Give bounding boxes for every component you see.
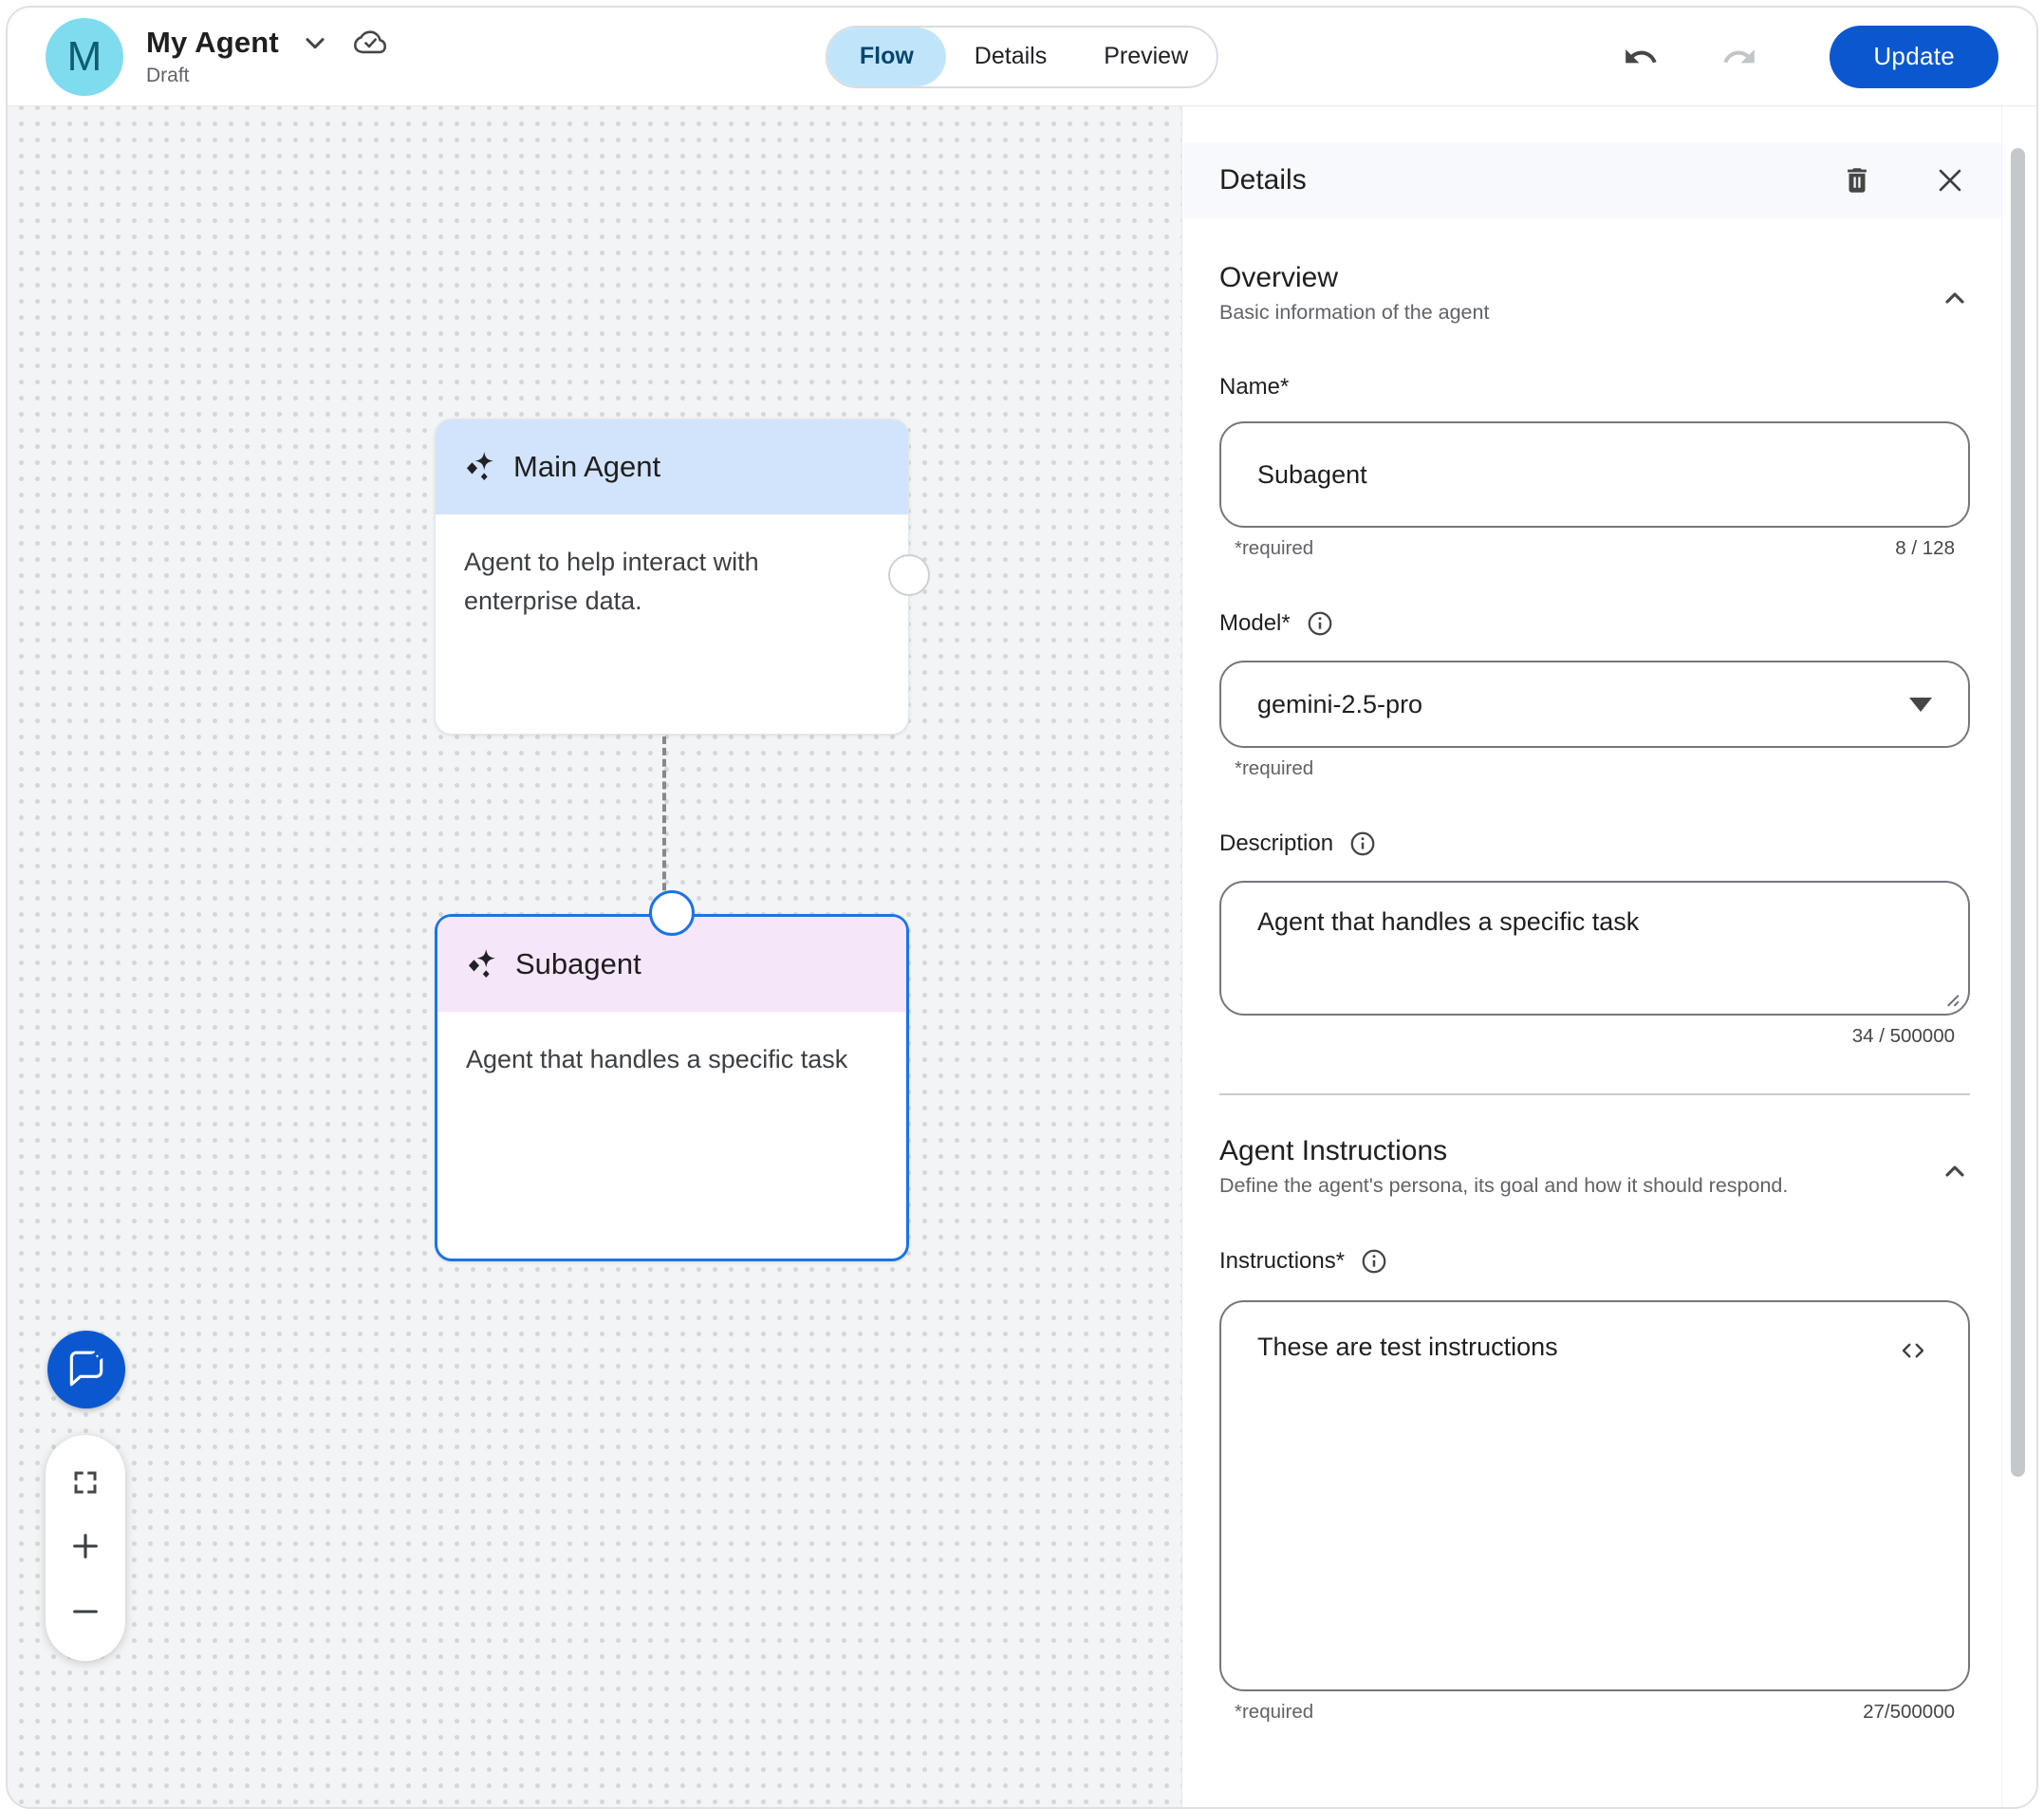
node-main-agent[interactable]: Main Agent Agent to help interact with e… (435, 419, 930, 735)
tab-details[interactable]: Details (974, 43, 1048, 69)
code-icon[interactable] (1894, 1336, 1932, 1365)
trash-icon[interactable] (1841, 164, 1873, 196)
page-title: My Agent (146, 26, 279, 59)
redo-icon[interactable] (1721, 39, 1757, 75)
collapse-chevron-up-icon[interactable] (1940, 1135, 1970, 1198)
undo-icon[interactable] (1623, 39, 1659, 75)
chat-assistant-button[interactable] (47, 1331, 125, 1408)
node-input-port[interactable] (649, 890, 695, 936)
node-title: Subagent (515, 947, 641, 980)
info-icon[interactable] (1348, 830, 1377, 858)
fit-view-icon[interactable] (71, 1468, 100, 1497)
name-required-hint: *required (1235, 537, 1314, 559)
status-badge: Draft (146, 65, 190, 86)
close-icon[interactable] (1934, 164, 1966, 196)
name-label: Name* (1219, 374, 1290, 400)
description-label: Description (1219, 830, 1970, 858)
node-description: Agent to help interact with enterprise d… (464, 548, 759, 615)
section-title: Agent Instructions (1219, 1135, 1448, 1166)
model-select[interactable]: gemini-2.5-pro (1219, 661, 1970, 748)
flow-canvas[interactable]: Main Agent Agent to help interact with e… (8, 106, 1182, 1807)
zoom-out-icon[interactable] (69, 1595, 102, 1628)
gemini-sparkle-icon (466, 948, 498, 980)
instructions-required-hint: *required (1235, 1701, 1314, 1723)
overview-section-header: Overview Basic information of the agent (1219, 262, 1489, 325)
gemini-sparkle-icon (464, 451, 496, 483)
chevron-down-icon[interactable] (300, 28, 330, 58)
instructions-label: Instructions* (1219, 1247, 1970, 1276)
description-char-counter: 34 / 500000 (1851, 1025, 1955, 1047)
details-panel: Details (1183, 106, 2036, 1807)
chat-sparkle-icon (65, 1348, 108, 1391)
description-textarea[interactable]: Agent that handles a specific task (1219, 881, 1970, 1016)
name-char-counter: 8 / 128 (1895, 537, 1955, 559)
agent-title-block: My Agent Draft (146, 26, 389, 87)
tab-preview[interactable]: Preview (1104, 43, 1189, 69)
node-title: Main Agent (513, 450, 661, 483)
node-output-port[interactable] (888, 554, 930, 596)
canvas-zoom-toolbar (46, 1435, 125, 1661)
cloud-done-icon (351, 27, 389, 59)
collapse-chevron-up-icon[interactable] (1940, 262, 1970, 325)
top-bar: M My Agent Draft Flow Details Preview (8, 8, 2036, 106)
edge-connector (662, 737, 666, 913)
resize-handle-icon[interactable] (1940, 987, 1960, 1008)
panel-scrollbar[interactable] (2011, 148, 2025, 1477)
update-button[interactable]: Update (1830, 25, 1998, 88)
dropdown-caret-icon (1909, 697, 1932, 712)
model-label: Model* (1219, 609, 1970, 638)
app-window: M My Agent Draft Flow Details Preview (6, 6, 2038, 1809)
avatar: M (46, 17, 123, 96)
name-input[interactable]: Subagent (1219, 421, 1970, 528)
instructions-textarea[interactable]: These are test instructions (1219, 1300, 1970, 1691)
section-divider (1219, 1093, 1970, 1095)
section-title: Overview (1219, 262, 1339, 293)
details-panel-header: Details (1183, 142, 2002, 218)
info-icon[interactable] (1306, 609, 1334, 638)
info-icon[interactable] (1360, 1247, 1388, 1276)
section-subtitle: Define the agent's persona, its goal and… (1219, 1174, 1789, 1197)
node-subagent[interactable]: Subagent Agent that handles a specific t… (435, 890, 909, 1261)
instructions-char-counter: 27/500000 (1863, 1701, 1955, 1723)
section-subtitle: Basic information of the agent (1219, 301, 1490, 324)
panel-title: Details (1219, 164, 1307, 196)
model-required-hint: *required (1235, 757, 1314, 779)
instructions-section-header: Agent Instructions Define the agent's pe… (1219, 1135, 1788, 1198)
node-main-agent-header: Main Agent (436, 420, 908, 514)
node-description: Agent that handles a specific task (466, 1045, 848, 1073)
tab-flow[interactable]: Flow (827, 27, 946, 86)
view-switcher: Flow Details Preview (825, 25, 1219, 88)
zoom-in-icon[interactable] (69, 1530, 102, 1562)
panel-scroll-track (2001, 106, 2002, 1807)
